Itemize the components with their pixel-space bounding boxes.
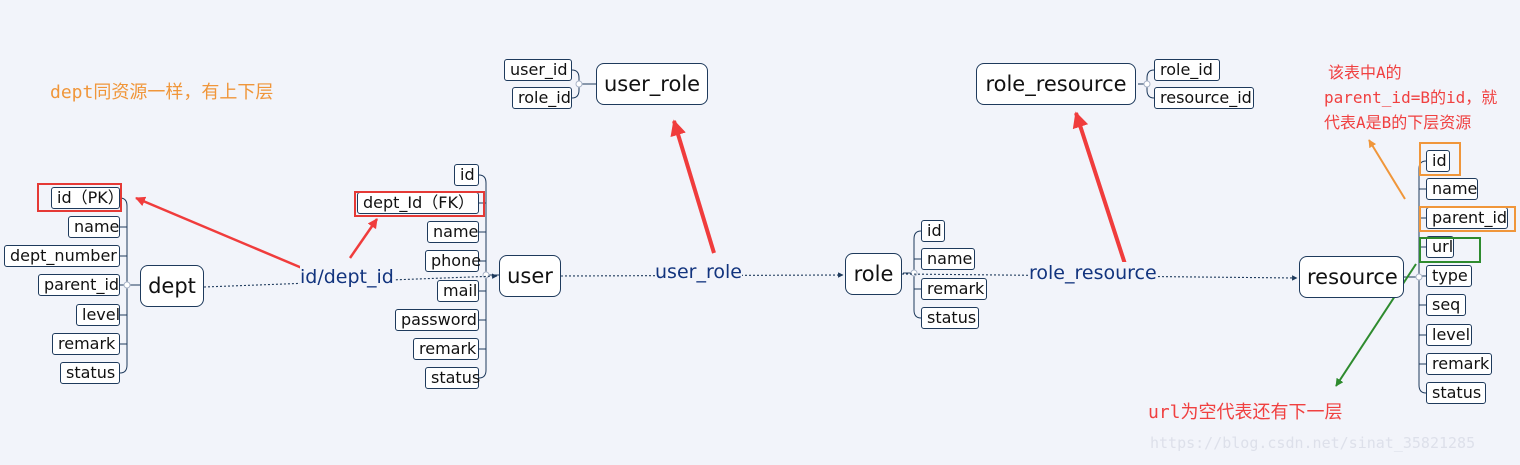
highlight-user-dept-id [354,191,485,217]
resource-field-4: type [1426,265,1472,287]
user_role-entity[interactable]: user_role [596,63,708,105]
role-entity[interactable]: role [845,253,902,295]
arrow-to-dept-fk [348,218,379,259]
user-field-2: name [427,221,479,243]
role_resource-field-0: role_id [1154,59,1220,81]
resource-note-line-1: parent_id=B的id，就 [1324,88,1498,107]
user-field-6: remark [413,338,479,360]
user-field-4: mail [437,280,479,302]
url-note: url为空代表还有下一层 [1148,402,1343,423]
role_resource-field-1: resource_id [1154,87,1254,109]
arrow-to-role-resource [1072,111,1127,265]
relation-label-role-resource: role_resource [1029,262,1157,284]
arrow-to-user-role [670,119,716,254]
dept-field-6: status [60,362,120,384]
dept-field-4: level [76,304,120,326]
resource-field-3: url [1426,236,1454,258]
role-field-2: remark [921,278,987,300]
resource-field-8: status [1426,382,1486,404]
relation-label-user-role: user_role [655,261,742,283]
resource-field-5: seq [1426,294,1466,316]
role-field-0: id [921,220,945,242]
resource-note-line-2: 代表A是B的下层资源 [1324,113,1472,132]
dept-field-5: remark [52,333,120,355]
relation-label-dept-user: id/dept_id [300,266,394,288]
role-hub [910,269,918,277]
watermark: https://blog.csdn.net/sinat_35821285 [1150,434,1476,452]
user_role-hub [575,80,583,88]
highlight-resource-url [1419,237,1481,263]
role_resource-hub [1143,80,1151,88]
resource-entity[interactable]: resource [1299,256,1404,298]
role-field-3: status [921,307,979,329]
role_resource-entity[interactable]: role_resource [976,63,1136,105]
dept-field-1: name [68,216,120,238]
user-hub [482,271,490,279]
resource-field-2: parent_id [1426,207,1508,229]
highlight-dept-id [37,183,122,212]
dept-field-2: dept_number [4,245,120,267]
resource-field-7: remark [1426,353,1492,375]
user-entity[interactable]: user [499,255,561,297]
dept-user-connector [203,273,498,288]
dept-field-3: parent_id [38,274,120,296]
user_role-field-0: user_id [504,59,572,81]
dept-note: dept同资源一样，有上下层 [50,82,274,103]
resource-field-1: name [1426,178,1478,200]
user-field-1: dept_Id（FK） [357,192,479,214]
user-field-0: id [454,164,479,186]
highlight-resource-parent-id [1419,206,1516,232]
highlight-resource-id [1419,142,1461,176]
dept-hub [123,281,131,289]
user_role-field-1: role_id [512,87,572,109]
resource-field-0: id [1426,150,1450,172]
user-field-3: phone [425,250,481,272]
user-field-7: status [425,367,480,389]
resource-note-line-0: 该表中A的 [1328,63,1402,82]
arrow-to-dept-id [135,196,303,270]
dept-field-0: id（PK） [51,187,124,209]
resource-hub [1415,273,1423,281]
role-field-1: name [921,248,975,270]
dept-entity[interactable]: dept [140,265,204,307]
arrow-note-to-resource [1368,139,1406,200]
resource-field-6: level [1426,324,1472,346]
user-field-5: password [395,309,479,331]
